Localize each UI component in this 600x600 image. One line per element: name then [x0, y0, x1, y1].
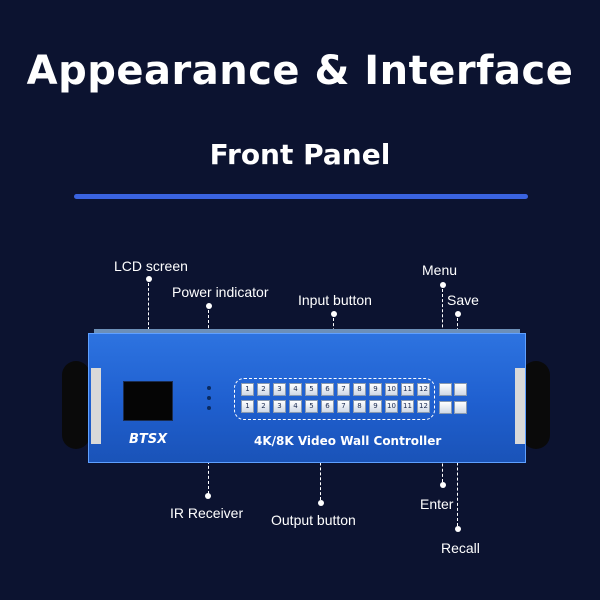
- leader-dot-recall: [455, 526, 461, 532]
- output-button-9[interactable]: 9: [369, 400, 382, 413]
- enter-button[interactable]: [439, 401, 452, 414]
- callout-power-indicator: Power indicator: [172, 284, 269, 300]
- power-indicator-led: [207, 386, 211, 390]
- output-button-8[interactable]: 8: [353, 400, 366, 413]
- output-button-6[interactable]: 6: [321, 400, 334, 413]
- input-button-11[interactable]: 11: [401, 383, 414, 396]
- left-handle-mount: [91, 368, 101, 444]
- right-handle-mount: [515, 368, 525, 444]
- output-button-11[interactable]: 11: [401, 400, 414, 413]
- input-button-4[interactable]: 4: [289, 383, 302, 396]
- leader-dot-save: [455, 311, 461, 317]
- callout-save: Save: [447, 292, 479, 308]
- input-button-12[interactable]: 12: [417, 383, 430, 396]
- input-button-7[interactable]: 7: [337, 383, 350, 396]
- callout-enter: Enter: [420, 496, 454, 512]
- callout-lcd-screen: LCD screen: [114, 258, 188, 274]
- output-button-5[interactable]: 5: [305, 400, 318, 413]
- leader-dot-input: [331, 311, 337, 317]
- right-handle: [522, 361, 550, 449]
- left-handle: [62, 361, 90, 449]
- function-button-panel: [439, 381, 469, 417]
- leader-dot-output: [318, 500, 324, 506]
- model-label: 4K/8K Video Wall Controller: [254, 434, 442, 448]
- leader-dot-enter: [440, 482, 446, 488]
- leader-dot-power: [206, 303, 212, 309]
- save-button[interactable]: [454, 383, 467, 396]
- menu-button[interactable]: [439, 383, 452, 396]
- leader-line-recall: [457, 412, 458, 526]
- leader-dot-lcd: [146, 276, 152, 282]
- input-button-6[interactable]: 6: [321, 383, 334, 396]
- recall-button[interactable]: [454, 401, 467, 414]
- page-title: Appearance & Interface: [26, 48, 574, 94]
- output-button-4[interactable]: 4: [289, 400, 302, 413]
- input-button-8[interactable]: 8: [353, 383, 366, 396]
- title-divider: [74, 194, 528, 199]
- input-button-5[interactable]: 5: [305, 383, 318, 396]
- input-button-10[interactable]: 10: [385, 383, 398, 396]
- device-top-edge: [94, 329, 520, 333]
- leader-dot-menu: [440, 282, 446, 288]
- output-button-3[interactable]: 3: [273, 400, 286, 413]
- input-button-3[interactable]: 3: [273, 383, 286, 396]
- status-led: [207, 396, 211, 400]
- lcd-screen: [123, 381, 173, 421]
- ir-receiver-window: [207, 406, 211, 410]
- output-button-2[interactable]: 2: [257, 400, 270, 413]
- callout-menu: Menu: [422, 262, 458, 278]
- leader-dot-ir: [205, 493, 211, 499]
- callout-output-button: Output button: [271, 512, 356, 528]
- output-button-12[interactable]: 12: [417, 400, 430, 413]
- input-button-1[interactable]: 1: [241, 383, 254, 396]
- callout-ir-receiver: IR Receiver: [170, 505, 244, 521]
- page-subtitle: Front Panel: [209, 138, 391, 171]
- callout-input-button: Input button: [298, 292, 372, 308]
- input-button-2[interactable]: 2: [257, 383, 270, 396]
- callout-recall: Recall: [441, 540, 480, 556]
- output-button-10[interactable]: 10: [385, 400, 398, 413]
- brand-logo: BTSX: [129, 432, 168, 447]
- output-button-1[interactable]: 1: [241, 400, 254, 413]
- input-button-9[interactable]: 9: [369, 383, 382, 396]
- output-button-7[interactable]: 7: [337, 400, 350, 413]
